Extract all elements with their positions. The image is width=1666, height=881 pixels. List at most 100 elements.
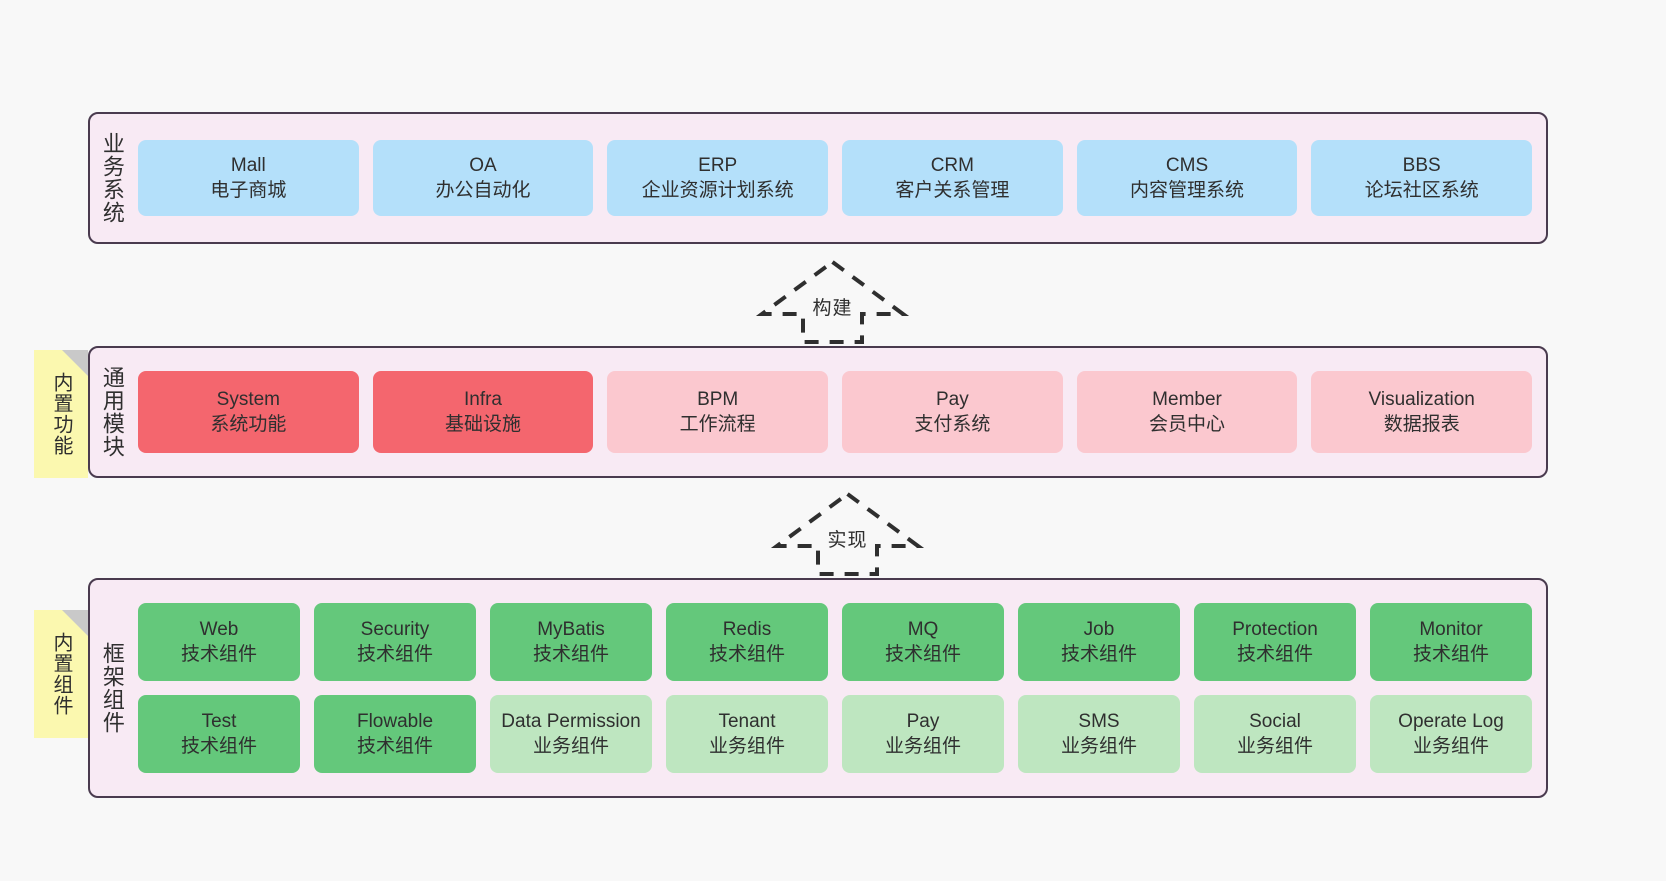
card-subtitle: 内容管理系统 [1130,180,1245,201]
card-title: System [216,388,281,410]
card-subtitle: 数据报表 [1383,414,1460,435]
card-bbs[interactable]: BBS 论坛社区系统 [1311,140,1533,216]
card-system[interactable]: System 系统功能 [138,371,359,453]
card-mq[interactable]: MQ 技术组件 [842,603,1004,681]
card-title: Operate Log [1398,710,1504,732]
card-web[interactable]: Web 技术组件 [138,603,300,681]
card-pay[interactable]: Pay 支付系统 [842,371,1063,453]
card-subtitle: 企业资源计划系统 [641,180,794,201]
card-pay-component[interactable]: Pay 业务组件 [842,695,1004,773]
card-subtitle: 业务组件 [708,736,785,757]
card-title: SMS [1078,710,1120,732]
layer-framework-components: 框架组件 Web 技术组件 Security 技术组件 MyBatis 技术组件… [88,578,1548,798]
card-title: Pay [906,710,940,732]
page-fold-icon [62,610,88,636]
business-row: Mall 电子商城 OA 办公自动化 ERP 企业资源计划系统 CRM 客户关系… [138,140,1533,216]
card-subtitle: 技术组件 [180,736,257,757]
card-subtitle: 技术组件 [1060,644,1137,665]
card-subtitle: 技术组件 [180,644,257,665]
card-monitor[interactable]: Monitor 技术组件 [1370,603,1532,681]
card-job[interactable]: Job 技术组件 [1018,603,1180,681]
card-title: Mall [230,154,266,176]
card-crm[interactable]: CRM 客户关系管理 [842,140,1063,216]
card-bpm[interactable]: BPM 工作流程 [607,371,829,453]
layer-body-framework: Web 技术组件 Security 技术组件 MyBatis 技术组件 Redi… [134,580,1546,796]
card-flowable[interactable]: Flowable 技术组件 [314,695,476,773]
card-title: Social [1249,710,1301,732]
dashed-up-arrow-icon [770,491,925,576]
card-redis[interactable]: Redis 技术组件 [666,603,828,681]
layer-title-framework: 框架组件 [99,642,125,734]
card-tenant[interactable]: Tenant 业务组件 [666,695,828,773]
card-security[interactable]: Security 技术组件 [314,603,476,681]
card-member[interactable]: Member 会员中心 [1076,371,1298,453]
card-title: Data Permission [501,710,641,732]
layer-common-modules: 通用模块 System 系统功能 Infra 基础设施 BPM 工作流程 Pay… [88,346,1548,478]
card-subtitle: 技术组件 [532,644,609,665]
card-subtitle: 技术组件 [356,644,433,665]
card-social[interactable]: Social 业务组件 [1194,695,1356,773]
card-title: MyBatis [537,618,605,640]
card-title: Job [1083,618,1115,640]
card-subtitle: 技术组件 [708,644,785,665]
sticky-label: 内置组件 [50,632,72,716]
dashed-up-arrow-icon [755,259,910,344]
card-data-permission[interactable]: Data Permission 业务组件 [490,695,652,773]
card-title: Tenant [718,710,776,732]
card-subtitle: 工作流程 [679,414,756,435]
card-subtitle: 论坛社区系统 [1364,180,1479,201]
card-title: ERP [698,154,738,176]
card-cms[interactable]: CMS 内容管理系统 [1076,140,1298,216]
layer-business-systems: 业务系统 Mall 电子商城 OA 办公自动化 ERP 企业资源计划系统 CRM… [88,112,1548,244]
layer-body-modules: System 系统功能 Infra 基础设施 BPM 工作流程 Pay 支付系统… [134,348,1546,476]
card-title: BPM [697,388,739,410]
framework-row-technical: Web 技术组件 Security 技术组件 MyBatis 技术组件 Redi… [138,603,1532,681]
card-subtitle: 基础设施 [445,414,522,435]
card-erp[interactable]: ERP 企业资源计划系统 [607,140,829,216]
card-subtitle: 技术组件 [1412,644,1489,665]
card-subtitle: 客户关系管理 [895,180,1010,201]
card-sms[interactable]: SMS 业务组件 [1018,695,1180,773]
card-subtitle: 技术组件 [884,644,961,665]
card-title: OA [469,154,497,176]
card-oa[interactable]: OA 办公自动化 [372,140,594,216]
card-title: Redis [722,618,772,640]
sticky-note-builtin-functions: 内置功能 [34,350,88,478]
card-visualization[interactable]: Visualization 数据报表 [1311,371,1533,453]
card-subtitle: 技术组件 [356,736,433,757]
card-title: Protection [1232,618,1318,640]
card-title: CRM [930,154,974,176]
card-protection[interactable]: Protection 技术组件 [1194,603,1356,681]
card-infra[interactable]: Infra 基础设施 [372,371,594,453]
card-subtitle: 业务组件 [532,736,609,757]
card-title: Member [1152,388,1222,410]
card-subtitle: 业务组件 [1412,736,1489,757]
sticky-label: 内置功能 [50,372,72,456]
card-test[interactable]: Test 技术组件 [138,695,300,773]
page-fold-icon [62,350,88,376]
card-title: Test [201,710,237,732]
layer-title-business: 业务系统 [99,132,125,224]
card-title: MQ [907,618,939,640]
arrow-implement: 实现 [770,490,925,578]
arrow-implement-label: 实现 [827,530,868,551]
layer-title-modules: 通用模块 [99,366,125,458]
card-title: Pay [935,388,969,410]
card-title: CMS [1165,154,1209,176]
card-subtitle: 业务组件 [884,736,961,757]
card-title: Security [360,618,430,640]
card-subtitle: 系统功能 [210,414,287,435]
card-title: Flowable [356,710,434,732]
card-subtitle: 电子商城 [210,180,287,201]
framework-row-business: Test 技术组件 Flowable 技术组件 Data Permission … [138,695,1532,773]
card-subtitle: 会员中心 [1149,414,1226,435]
arrow-build-label: 构建 [812,298,853,319]
modules-row: System 系统功能 Infra 基础设施 BPM 工作流程 Pay 支付系统… [138,371,1533,453]
sticky-note-builtin-components: 内置组件 [34,610,88,738]
card-subtitle: 业务组件 [1060,736,1137,757]
card-operate-log[interactable]: Operate Log 业务组件 [1370,695,1532,773]
card-mybatis[interactable]: MyBatis 技术组件 [490,603,652,681]
card-subtitle: 办公自动化 [435,180,531,201]
card-subtitle: 业务组件 [1236,736,1313,757]
card-mall[interactable]: Mall 电子商城 [138,140,359,216]
